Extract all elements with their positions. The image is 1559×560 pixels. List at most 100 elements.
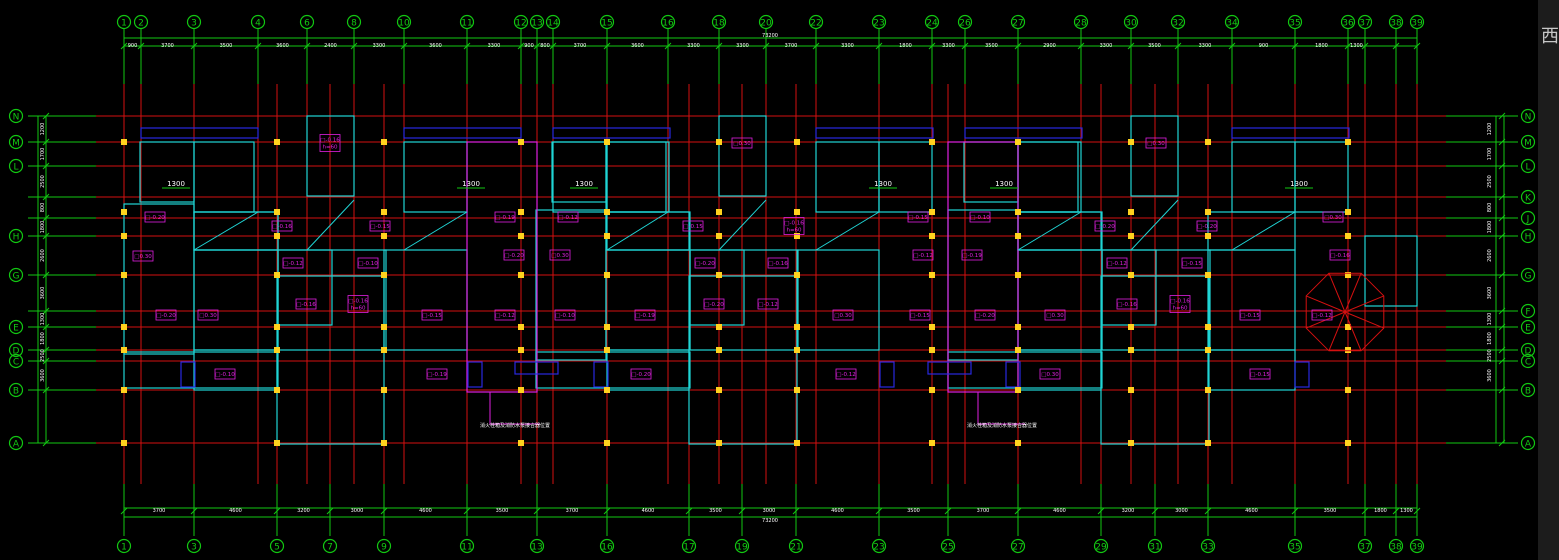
window-frame: [1294, 361, 1310, 388]
dimension-tick: [1291, 42, 1299, 50]
room-tag-text: □-0.10: [215, 372, 235, 378]
stair-diagonal: [193, 211, 259, 251]
room-tag-frame: [347, 295, 369, 313]
room-tag-text: □-0.15: [1250, 372, 1270, 378]
structural-column: [1345, 387, 1351, 393]
dimension-tick: [603, 42, 611, 50]
room-tag-frame: [1116, 298, 1138, 310]
dimension-text: 900: [128, 43, 138, 49]
room-tag-frame: [835, 368, 857, 380]
dimension-tick: [42, 439, 50, 447]
structural-column: [1345, 139, 1351, 145]
axis-bubble: [8, 228, 24, 244]
axis-bubble-label: 23: [873, 543, 884, 553]
axis-bubble-label: A: [13, 440, 20, 450]
room-tag-frame: [144, 211, 166, 223]
room-tag-text: □-0.20: [704, 302, 724, 308]
axis-bubble-label: 16: [601, 543, 613, 553]
structural-column: [518, 324, 524, 330]
window-frame: [927, 361, 972, 375]
right-scrollbar[interactable]: [1538, 0, 1559, 560]
room-tag-frame: [634, 309, 656, 321]
room-tag-frame: [832, 309, 854, 321]
dimension-tick: [1392, 42, 1400, 50]
axis-bubble: [1388, 538, 1404, 554]
wall-room: [306, 115, 355, 197]
dimension-text: 1800: [1487, 332, 1493, 345]
axis-bubble-label: 10: [398, 19, 410, 29]
structural-column: [929, 272, 935, 278]
wall-room: [403, 141, 468, 213]
room-tag-frame: [494, 309, 516, 321]
room-tag-frame: [554, 309, 576, 321]
structural-column: [1345, 440, 1351, 446]
axis-bubble: [116, 14, 132, 30]
structural-column: [604, 347, 610, 353]
structural-column: [274, 272, 280, 278]
dimension-tick: [1498, 162, 1506, 170]
room-tag-text: □-0.20: [1197, 224, 1217, 230]
dimension-tick: [1014, 42, 1022, 50]
room-tag-text: □-0.20: [1095, 224, 1115, 230]
dimension-tick: [533, 42, 541, 50]
dimension-text: 1800: [1374, 508, 1387, 514]
wall-room: [947, 209, 1019, 361]
axis-bubble: [711, 14, 727, 30]
room-tag-text: □-0.20: [975, 313, 995, 319]
axis-bubble-label: 18: [713, 19, 725, 29]
structural-column: [381, 440, 387, 446]
axis-bubble-label: 6: [304, 19, 310, 29]
axis-bubble-label: E: [1525, 324, 1531, 334]
dimension-text: 3500: [496, 508, 509, 514]
dimension-tick: [42, 112, 50, 120]
room-tag-frame: [767, 257, 789, 269]
dimension-text: 2500: [1487, 349, 1493, 362]
dimension-tick: [1498, 138, 1506, 146]
structural-column: [1128, 209, 1134, 215]
dimension-text: 1300: [1350, 43, 1363, 49]
wall-room: [605, 141, 667, 213]
room-tag-text: □-0.12: [495, 313, 514, 319]
axis-bubble-label: 38: [1390, 543, 1402, 553]
dimension-tick: [1228, 42, 1236, 50]
axis-bubble-label: C: [1525, 358, 1531, 368]
structural-column: [716, 209, 722, 215]
room-tag-text: □-0.15: [683, 224, 703, 230]
dimension-text: 3700: [566, 508, 579, 514]
room-tag-frame: [494, 211, 516, 223]
dimension-tick: [190, 507, 198, 515]
dimension-text: 1800: [40, 332, 46, 345]
axis-bubble: [1340, 14, 1356, 30]
stair-diagonal: [718, 199, 767, 251]
dimension-text: 1300: [874, 180, 892, 188]
axis-bubble: [681, 538, 697, 554]
axis-bubble: [299, 14, 315, 30]
dimension-tick: [664, 42, 672, 50]
structural-column: [1205, 209, 1211, 215]
dimension-text: 3000: [1175, 508, 1188, 514]
window-frame: [403, 127, 522, 139]
structural-column: [716, 324, 722, 330]
axis-bubble: [269, 538, 285, 554]
dimension-text: 2400: [324, 43, 337, 49]
structural-column: [794, 440, 800, 446]
axis-bubble: [1388, 14, 1404, 30]
axis-bubble-label: D: [1525, 347, 1532, 357]
wall-room: [606, 349, 690, 391]
wall-room: [878, 141, 933, 213]
room-tag-text: □-0.10: [358, 261, 378, 267]
axis-bubble-label: H: [1525, 233, 1532, 243]
room-tag-frame: [421, 309, 443, 321]
dimension-tick: [42, 386, 50, 394]
dimension-text: 800: [40, 203, 46, 213]
dimension-tick: [1498, 439, 1506, 447]
axis-bubble-label: 32: [1172, 19, 1183, 29]
axis-bubble-label: 19: [736, 543, 748, 553]
stair-diagonal: [1130, 199, 1179, 251]
room-tag-frame: [557, 211, 579, 223]
dimension-text: 3300: [841, 43, 854, 49]
dimension-text: 3700: [161, 43, 174, 49]
axis-bubble-label: E: [13, 324, 19, 334]
dimension-text: 1200: [40, 123, 46, 136]
axis-bubble: [1357, 14, 1373, 30]
